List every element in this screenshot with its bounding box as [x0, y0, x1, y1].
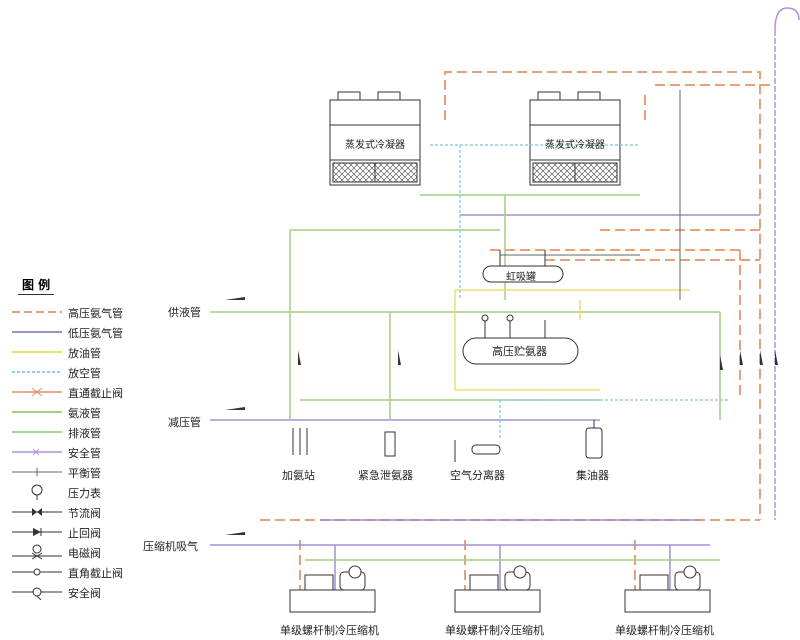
legend-label: 放空管 [68, 367, 101, 380]
legend-item-angle-valve: 直角截止阀 [8, 564, 178, 580]
legend-label: 电磁阀 [68, 547, 101, 560]
ammonia-station-label: 加氨站 [282, 469, 315, 482]
legend-item-throttle-valve: 节流阀 [8, 504, 178, 520]
condenser-2-label: 蒸发式冷凝器 [545, 140, 605, 151]
vent-top-hook [774, 7, 800, 31]
legend-label: 直通截止阀 [68, 387, 123, 400]
legend-label: 压力表 [68, 487, 101, 500]
legend-item-vent: 放空管 [8, 364, 178, 380]
high-pressure-receiver [462, 314, 579, 365]
balance-line-icon [12, 468, 62, 476]
siphon-tank-label: 虹吸罐 [506, 272, 536, 283]
compressor-3-label: 单级螺杆制冷压缩机 [615, 624, 714, 637]
compressor-unit-2 [454, 565, 541, 613]
legend-item-drain-liquid: 排液管 [8, 424, 178, 440]
legend-item-high-pressure-gas: 高压氨气管 [8, 304, 178, 320]
compressor-unit-1 [289, 565, 376, 613]
reduce-pipe-label: 减压管 [168, 416, 201, 429]
oil-collector-equipment [585, 420, 603, 459]
compressor-1-label: 单级螺杆制冷压缩机 [280, 624, 379, 637]
receiver-label: 高压贮氨器 [492, 345, 547, 358]
legend-label: 低压氨气管 [68, 327, 123, 340]
legend-item-straight-valve: 直通截止阀 [8, 384, 178, 400]
evaporative-condenser-2 [529, 91, 621, 186]
legend-item-check-valve: 止回阀 [8, 524, 178, 540]
straight-valve-icon [12, 387, 62, 397]
compressor-suction-label: 压缩机吸气 [143, 540, 198, 553]
low-pressure-gas-pipes [210, 214, 760, 600]
angle-valve-icon [12, 568, 62, 576]
legend-label: 安全阀 [68, 587, 101, 600]
supply-pipe-label: 供液管 [168, 306, 201, 319]
legend-label: 放油管 [68, 347, 101, 360]
siphon-tank [482, 250, 564, 283]
emergency-drain-equipment [384, 431, 396, 457]
legend-item-solenoid-valve: 电磁阀 [8, 544, 178, 560]
throttle-valve-icon [12, 508, 62, 516]
legend-label: 高压氨气管 [68, 307, 123, 320]
legend-label: 止回阀 [68, 527, 101, 540]
condenser-1-label: 蒸发式冷凝器 [345, 140, 405, 151]
legend-title: 图 例 [18, 276, 55, 295]
legend-label: 直角截止阀 [68, 567, 123, 580]
balance-pipes [500, 90, 681, 300]
oil-drain-pipes [454, 289, 690, 391]
solenoid-valve-icon [12, 544, 62, 560]
check-valve-icon [12, 528, 62, 536]
cross-line-purple-icon [12, 448, 62, 456]
flow-arrows [225, 297, 778, 535]
vent-pipes [430, 144, 730, 440]
legend-label: 安全管 [68, 447, 101, 460]
air-separator-label: 空气分离器 [450, 469, 505, 482]
ammonia-station-equipment [292, 428, 308, 455]
legend-item-safety-pipe: 安全管 [8, 444, 178, 460]
emergency-drain-label: 紧急泄氨器 [358, 469, 413, 482]
legend-item-balance-pipe: 平衡管 [8, 464, 178, 480]
legend-label: 节流阀 [68, 507, 101, 520]
evaporative-condenser-1 [329, 91, 421, 186]
safety-valve-icon [12, 587, 62, 600]
air-separator-equipment [454, 440, 501, 462]
legend-item-pressure-gauge: 压力表 [8, 484, 178, 500]
legend-item-low-pressure-gas: 低压氨气管 [8, 324, 178, 340]
compressor-2-label: 单级螺杆制冷压缩机 [445, 624, 544, 637]
compressor-unit-3 [624, 565, 711, 613]
legend-item-oil-drain: 放油管 [8, 344, 178, 360]
legend-item-safety-valve: 安全阀 [8, 584, 178, 600]
oil-collector-label: 集油器 [576, 469, 609, 482]
legend-label: 氨液管 [68, 407, 101, 420]
legend-item-ammonia-liquid: 氨液管 [8, 404, 178, 420]
pressure-gauge-icon [31, 484, 43, 500]
legend-label: 平衡管 [68, 467, 101, 480]
legend-label: 排液管 [68, 427, 101, 440]
